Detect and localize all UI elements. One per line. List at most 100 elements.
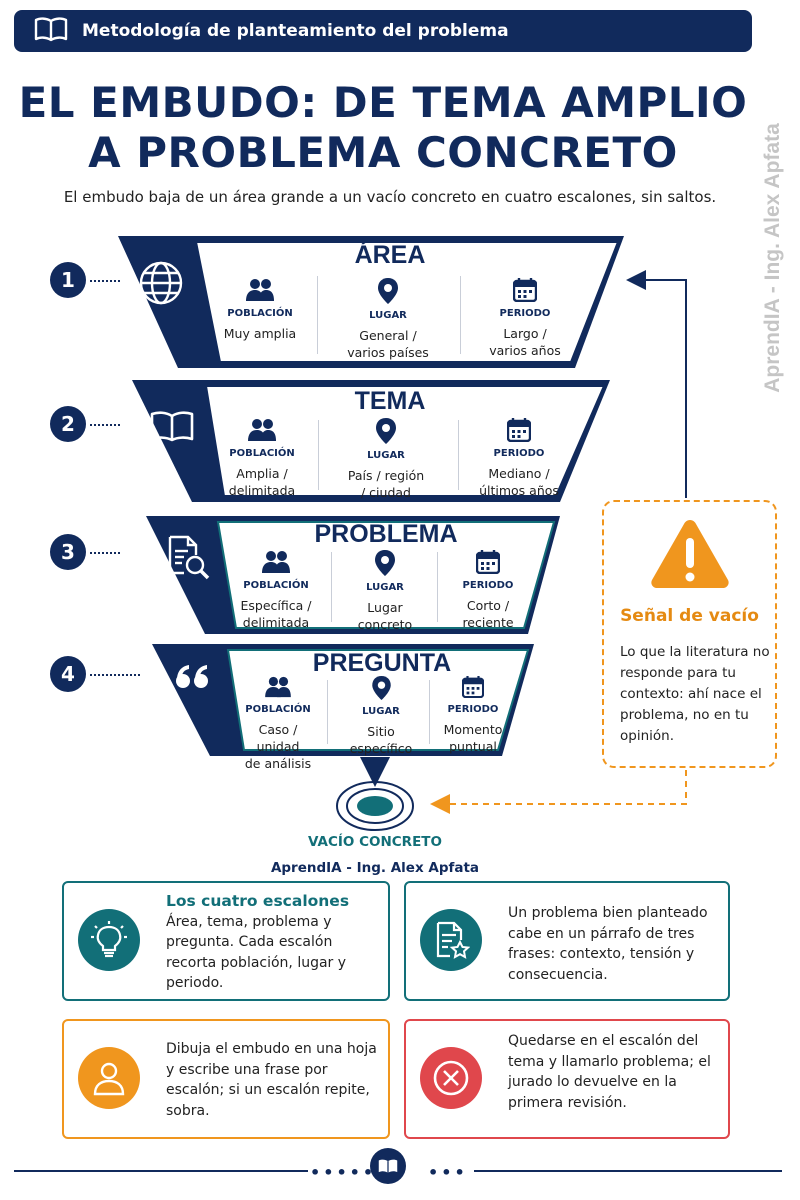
footer-divider: [14, 1170, 308, 1172]
quote-icon: [174, 663, 210, 695]
gap-signal-box: Señal de vacío Lo que la literatura no r…: [602, 500, 777, 768]
periodo-value: Mediano / últimos años: [479, 466, 559, 498]
poblacion-value: Amplia / delimitada: [228, 466, 296, 498]
header-label: Metodología de planteamiento del problem…: [82, 21, 509, 41]
open-book-icon: [34, 16, 68, 46]
card-four-steps: Los cuatro escalones Área, tema, problem…: [62, 881, 390, 1001]
periodo-value: Largo / varios años: [489, 326, 561, 358]
page-title: EL EMBUDO: DE TEMA AMPLIO A PROBLEMA CON…: [0, 78, 766, 178]
periodo-label: PERIODO: [447, 704, 499, 715]
column-divider: [429, 680, 430, 744]
return-arrow: [626, 270, 687, 498]
column-divider: [458, 420, 459, 490]
gap-signal-body: Lo que la literatura no responde para tu…: [620, 644, 770, 744]
card-practice: Dibuja el embudo en una hoja y escribe u…: [62, 1019, 390, 1139]
people-icon: [262, 551, 290, 578]
lugar-label: LUGAR: [367, 450, 405, 461]
periodo-value: Momento puntual: [443, 722, 503, 754]
page-subtitle: El embudo baja de un área grande a un va…: [63, 188, 717, 206]
tier-3-title: PROBLEMA: [314, 520, 458, 548]
column-divider: [437, 552, 438, 622]
tier-1-panel: [194, 241, 620, 363]
poblacion-value: Caso / unidad de análisis: [244, 722, 312, 771]
step-connector: [90, 552, 120, 554]
lugar-value: País / región / ciudad: [347, 468, 425, 500]
periodo-label: PERIODO: [462, 580, 514, 591]
card-text: Dibuja el embudo en una hoja y escribe u…: [166, 1041, 377, 1119]
tier-4-panel: [226, 649, 530, 751]
step-number-1: 1: [50, 262, 86, 298]
title-line-1: EL EMBUDO: DE TEMA AMPLIO: [18, 78, 748, 127]
tier-4-title: PREGUNTA: [312, 649, 452, 677]
card-paragraph-tip: Un problema bien planteado cabe en un pá…: [404, 881, 730, 1001]
tier-2-panel: [204, 385, 606, 497]
card-mistake: Quedarse en el escalón del tema y llamar…: [404, 1019, 730, 1139]
location-pin-icon: [375, 550, 395, 580]
author-credit: AprendIA - Ing. Alex Apfata: [270, 860, 480, 876]
target-icon: [336, 781, 414, 831]
card-text: Quedarse en el escalón del tema y llamar…: [508, 1033, 711, 1111]
footer-divider: [474, 1170, 782, 1172]
gap-arrow: [430, 770, 687, 814]
periodo-label: PERIODO: [499, 308, 551, 319]
target-label: VACÍO CONCRETO: [308, 834, 442, 850]
document-search-icon: [164, 533, 212, 585]
poblacion-label: POBLACIÓN: [245, 704, 311, 715]
poblacion-value: Específica / delimitada: [240, 598, 312, 630]
tier-1-lugar: LUGAR General / varios países: [338, 278, 438, 361]
people-icon: [246, 279, 274, 306]
calendar-icon: [506, 418, 532, 446]
tier-2-periodo: PERIODO Mediano / últimos años: [466, 418, 572, 499]
poblacion-label: POBLACIÓN: [229, 448, 295, 459]
calendar-icon: [475, 550, 501, 578]
location-pin-icon: [376, 418, 396, 448]
tier-1-periodo: PERIODO Largo / varios años: [474, 278, 576, 359]
tier-3-lugar: LUGAR Lugar concreto: [340, 550, 430, 633]
title-line-2: A PROBLEMA CONCRETO: [88, 128, 678, 177]
column-divider: [327, 680, 328, 744]
gap-signal-title: Señal de vacío: [620, 606, 759, 626]
column-divider: [318, 420, 319, 490]
lugar-value: Sitio específico: [349, 724, 413, 756]
lugar-value: Lugar concreto: [357, 600, 413, 632]
step-connector: [90, 674, 140, 676]
location-pin-icon: [378, 278, 398, 308]
poblacion-label: POBLACIÓN: [243, 580, 309, 591]
people-icon: [248, 419, 276, 446]
column-divider: [460, 276, 461, 354]
periodo-value: Corto / reciente: [462, 598, 514, 630]
tier-3-periodo: PERIODO Corto / reciente: [444, 550, 532, 631]
open-book-icon: [150, 410, 194, 446]
warning-triangle-icon: [649, 516, 731, 594]
tier-4-lugar: LUGAR Sitio específico: [336, 676, 426, 757]
tier-1-poblacion: POBLACIÓN Muy amplia: [212, 278, 308, 342]
tier-4-periodo: PERIODO Momento puntual: [434, 676, 512, 755]
card-text: Un problema bien planteado cabe en un pá…: [508, 905, 708, 983]
location-pin-icon: [371, 676, 391, 704]
user-icon: [78, 1047, 140, 1109]
calendar-icon: [512, 278, 538, 306]
column-divider: [317, 276, 318, 354]
header-bar: Metodología de planteamiento del problem…: [14, 10, 752, 52]
lightbulb-icon: [78, 909, 140, 971]
document-star-icon: [420, 909, 482, 971]
step-connector: [90, 424, 120, 426]
close-circle-icon: [420, 1047, 482, 1109]
lugar-value: General / varios países: [347, 328, 429, 360]
tier-2-title: TEMA: [354, 387, 426, 415]
periodo-label: PERIODO: [493, 448, 545, 459]
lugar-label: LUGAR: [362, 706, 400, 717]
step-number-2: 2: [50, 406, 86, 442]
tier-1-title: ÁREA: [354, 241, 426, 269]
step-connector: [90, 280, 120, 282]
column-divider: [331, 552, 332, 622]
tier-2-lugar: LUGAR País / región / ciudad: [334, 418, 438, 501]
tier-2-poblacion: POBLACIÓN Amplia / delimitada: [214, 418, 310, 499]
globe-icon: [138, 260, 184, 310]
tier-4-poblacion: POBLACIÓN Caso / unidad de análisis: [236, 676, 320, 772]
footer-dots: •••••: [310, 1163, 377, 1182]
card-text: Área, tema, problema y pregunta. Cada es…: [166, 913, 347, 992]
card-heading: Los cuatro escalones: [166, 892, 350, 910]
poblacion-label: POBLACIÓN: [227, 308, 293, 319]
